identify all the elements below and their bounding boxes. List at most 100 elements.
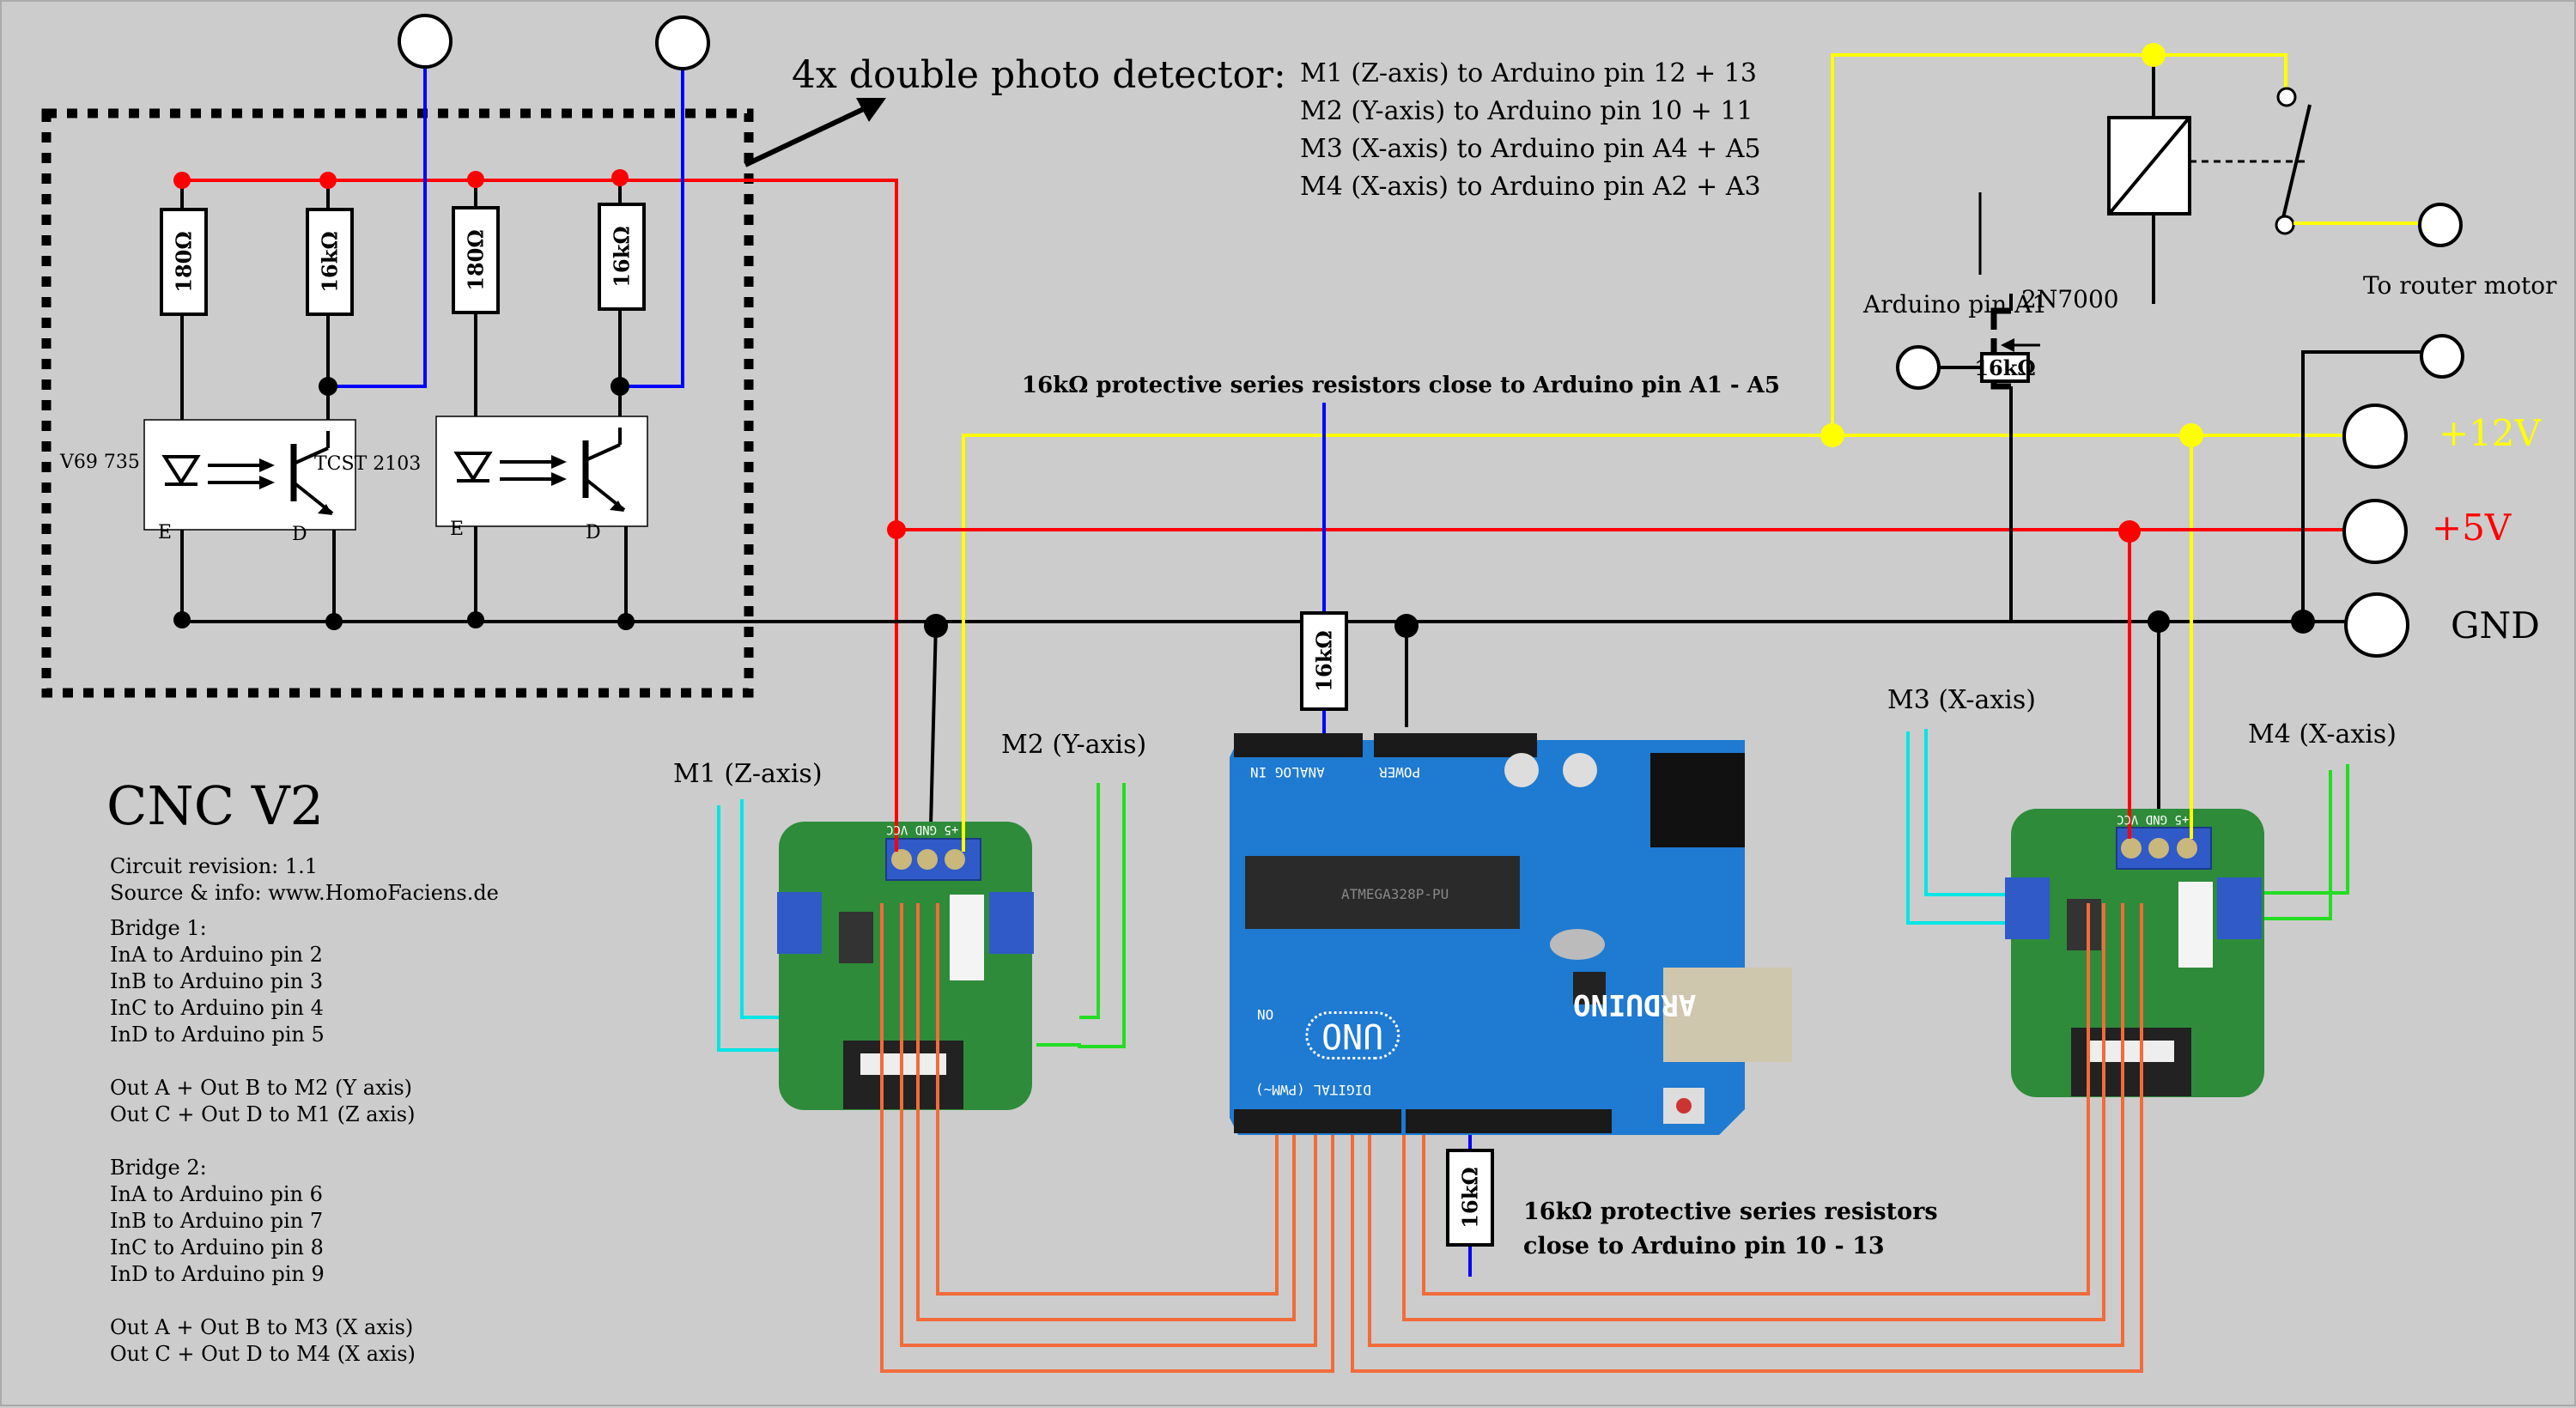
motor-label-m4: M4 (X-axis): [2248, 719, 2397, 750]
wire-5v-detector: [182, 179, 898, 826]
motor-label-m1: M1 (Z-axis): [673, 759, 823, 789]
bridge1-line: InA to Arduino pin 2: [110, 943, 323, 967]
resistor-digital-16k: [1446, 1149, 1494, 1247]
wires-bridge-inputs-over: [880, 903, 2143, 1135]
arduino-brand: ARDUINO: [1573, 987, 1697, 1022]
terminal-12v[interactable]: [2342, 404, 2408, 469]
motor-map-m1: M1 (Z-axis) to Arduino pin 12 + 13: [1300, 58, 1757, 88]
resistor-label-16k-2: 16kΩ: [609, 226, 635, 288]
motor-label-m3: M3 (X-axis): [1887, 685, 2036, 715]
bridge2-label-5v: +5: [2174, 812, 2190, 826]
resistor-180-1: [160, 208, 208, 316]
pointer-arrow-line: [744, 104, 871, 167]
emitter-label: V69 735: [60, 452, 140, 473]
relay-switch-icon: [2280, 104, 2312, 226]
detector-terminal-1: [398, 14, 453, 69]
bridge1-label-vcc: VCC: [886, 822, 908, 836]
router-motor-label: To router motor: [2363, 271, 2557, 300]
resistor-label-180-2: 180Ω: [463, 229, 489, 291]
digital-resistor-note: 16kΩ protective series resistors close t…: [1523, 1195, 1938, 1264]
bridge1-line: InD to Arduino pin 5: [110, 1023, 325, 1047]
wires-motor-m1: [717, 799, 785, 1052]
router-motor-terminal-1[interactable]: [2418, 203, 2463, 247]
motor-map-m2: M2 (Y-axis) to Arduino pin 10 + 11: [1300, 96, 1753, 126]
junction-nodes: [173, 43, 2315, 638]
info-block: Circuit revision: 1.1 Source & info: www…: [110, 853, 499, 1368]
wires-motor-m4: [2262, 764, 2349, 920]
router-motor-terminal-2[interactable]: [2420, 334, 2464, 379]
source: Source & info: www.HomoFaciens.de: [110, 881, 499, 905]
motor-pin-map: M1 (Z-axis) to Arduino pin 12 + 13 M2 (Y…: [1300, 55, 1761, 206]
wire-12v-relay: [1831, 53, 2287, 435]
power-header: [1374, 733, 1537, 757]
detector-resistors: [160, 203, 646, 316]
wire-detector-out-2: [620, 46, 684, 388]
pin-d-2: D: [586, 522, 601, 543]
bridge2-output: Out A + Out B to M3 (X axis): [110, 1315, 414, 1339]
bridge1-output: Out A + Out B to M2 (Y axis): [110, 1076, 413, 1100]
chip-label: ATMEGA328P-PU: [1341, 886, 1449, 902]
bridge2-line: InD to Arduino pin 9: [110, 1262, 325, 1286]
bridge1-header: Bridge 1:: [110, 916, 207, 940]
bridge-board-2: [2005, 809, 2264, 1097]
resistor-analog-16k: [1300, 611, 1348, 711]
opto-1: [143, 419, 356, 531]
digital-resistor-note-line2: close to Arduino pin 10 - 13: [1523, 1233, 1885, 1259]
on-label: ON: [1257, 1006, 1274, 1023]
bridge2-line: InC to Arduino pin 8: [110, 1235, 324, 1259]
label-5v: +5V: [2432, 507, 2512, 549]
wire-gnd-motor: [2301, 350, 2423, 622]
resistor-label-digital: 16kΩ: [1457, 1167, 1483, 1229]
opto-2: [435, 416, 648, 527]
motor-label-m2: M2 (Y-axis): [1001, 730, 1147, 760]
wires-motor-m2: [1036, 783, 1126, 1048]
terminal-5v[interactable]: [2342, 499, 2408, 564]
bridge2-label-gnd: GND: [2145, 812, 2168, 826]
bridge1-output: Out C + Out D to M1 (Z axis): [110, 1102, 416, 1126]
light-arrow-icon: [551, 455, 567, 469]
bridge1-label-5v: +5: [944, 822, 959, 836]
bridge2-outb-terminal: [2217, 877, 2262, 939]
analog-header: [1234, 733, 1363, 757]
bridge1-label-gnd: GND: [914, 822, 938, 836]
power-header-label: POWER: [1379, 764, 1421, 780]
bridge-board-1: [777, 822, 1034, 1110]
sensor-label: TCST 2103: [314, 453, 422, 475]
light-arrow-icon: [259, 458, 275, 472]
arduino-uno-board: [1230, 733, 1792, 1135]
bridge1-line: InB to Arduino pin 3: [110, 969, 324, 993]
digital-header-high: [1406, 1109, 1612, 1133]
resistor-16k-2: [598, 203, 646, 311]
resistor-label-180-1: 180Ω: [171, 231, 197, 293]
arduino-a1-terminal[interactable]: [1896, 345, 1941, 390]
wire-gnd-bridge1: [929, 621, 938, 827]
analog-header-label: ANALOG IN: [1250, 764, 1325, 780]
digital-resistor-note-line1: 16kΩ protective series resistors: [1523, 1199, 1938, 1225]
mosfet-label: 2N7000: [2021, 285, 2119, 313]
label-12v: +12V: [2439, 412, 2541, 454]
analog-resistor-note: 16kΩ protective series resistors close t…: [1022, 373, 1780, 398]
bridge2-label-vcc: VCC: [2117, 812, 2139, 826]
detector-branches: [180, 180, 628, 622]
detector-heading: 4x double photo detector:: [792, 53, 1286, 97]
bridge1-terminal-labels: +5 GND VCC: [886, 822, 958, 836]
wires-motor-m3: [1906, 729, 2015, 925]
power-jack: [1650, 753, 1745, 847]
led-diode-icon: [161, 455, 201, 486]
atmega-chip: [1245, 856, 1520, 929]
resistor-16k-1: [306, 208, 354, 316]
bridge1-line: InC to Arduino pin 4: [110, 996, 324, 1020]
gate-resistor: 16kΩ: [1974, 352, 2036, 383]
relay-contact-top: [2276, 87, 2297, 107]
revision: Circuit revision: 1.1: [110, 854, 319, 878]
mosfet-2n7000-icon: [1978, 192, 2040, 622]
page-title: CNC V2: [106, 774, 325, 837]
motor-map-m4: M4 (X-axis) to Arduino pin A2 + A3: [1300, 172, 1761, 202]
terminal-gnd[interactable]: [2344, 592, 2409, 658]
bridge2-line: InA to Arduino pin 6: [110, 1182, 323, 1206]
pin-e-2: E: [450, 519, 465, 540]
label-gnd: GND: [2451, 604, 2540, 646]
arduino-model: UNO: [1305, 1011, 1400, 1059]
